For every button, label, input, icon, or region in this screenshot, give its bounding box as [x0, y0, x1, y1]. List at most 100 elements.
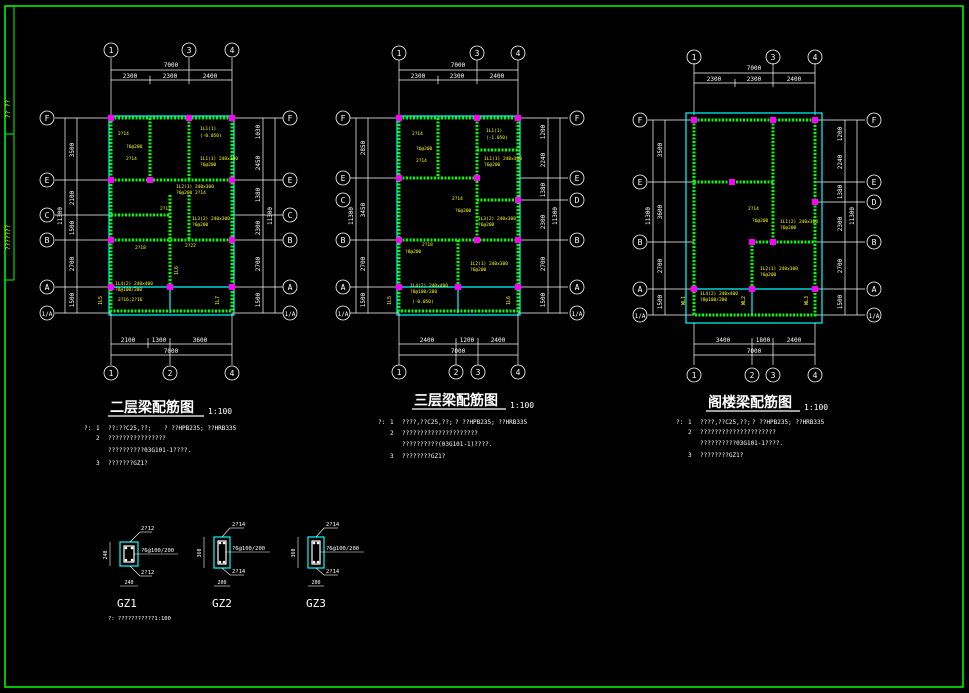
column-name: GZ1	[117, 597, 137, 610]
top-dim: 2300	[450, 73, 465, 80]
column-markers	[396, 115, 521, 290]
svg-text:1L3(2) 240x300: 1L3(2) 240x300	[192, 216, 230, 222]
top-total-dim: 7000	[747, 65, 762, 72]
axis-label: 1/A	[635, 313, 646, 320]
right-dim: 2300	[540, 214, 547, 229]
svg-text:2?14: 2?14	[452, 196, 463, 202]
svg-text:1L2(1) 240x300: 1L2(1) 240x300	[176, 184, 214, 190]
svg-text:?6@200: ?6@200	[470, 267, 487, 273]
plan-title: 三层梁配筋图	[414, 392, 498, 409]
axis-label: E	[45, 176, 50, 185]
beam-label: WL2	[741, 296, 747, 305]
left-dim: 2700	[360, 256, 367, 271]
axis-label: C	[341, 196, 346, 205]
svg-text:(-0.050): (-0.050)	[200, 133, 222, 139]
left-axis-bubbles	[632, 112, 648, 323]
left-dim: 3500	[69, 142, 76, 157]
svg-text:?6@200: ?6@200	[760, 272, 777, 278]
right-dimension-chain	[232, 117, 283, 314]
column-detail-gz3: 2?14 2?14 ?6@100/200 360 200 GZ3	[291, 522, 364, 610]
axis-label: 2	[750, 371, 755, 380]
plan-scale: 1:100	[208, 407, 232, 416]
axis-label: 4	[230, 369, 235, 378]
left-axis-bubbles	[335, 110, 351, 321]
axis-label: E	[575, 174, 580, 183]
note-number: 2	[96, 435, 100, 442]
axis-label: 3	[476, 368, 481, 377]
note-number: 1	[96, 425, 100, 432]
axis-label: B	[45, 236, 50, 245]
leader-line	[315, 527, 325, 538]
svg-text:1L1(1): 1L1(1)	[486, 128, 502, 134]
leader-line	[221, 527, 231, 538]
left-axis-bubbles	[39, 110, 55, 321]
right-dim: 1380	[540, 182, 547, 197]
beam-label: 1L5	[387, 296, 393, 305]
column-bottom-bars: 2?14	[232, 569, 246, 575]
right-dim: 2300	[255, 220, 262, 235]
svg-text:1L4(2) 240x400: 1L4(2) 240x400	[700, 291, 738, 297]
svg-text:?8@200: ?8@200	[405, 249, 422, 255]
leader-line	[315, 567, 325, 576]
svg-text:1L1(1) 240x300: 1L1(1) 240x300	[200, 156, 238, 162]
axis-label: 4	[516, 368, 521, 377]
right-dim: 2240	[837, 154, 844, 169]
svg-text:?8@100/200: ?8@100/200	[410, 289, 437, 295]
left-dim: 1500	[657, 294, 664, 309]
top-dim: 2400	[203, 73, 218, 80]
svg-text:?6@200: ?6@200	[192, 222, 209, 228]
bottom-axis-bubbles	[103, 365, 240, 381]
top-dim: 2300	[411, 73, 426, 80]
bottom-axis-bubbles	[391, 364, 526, 380]
note-extra: ? ??HPB235; ??HRB335	[455, 419, 528, 426]
column-stirrups: ?6@100/200	[232, 546, 265, 552]
side-label-bottom: ???????	[5, 224, 12, 250]
column-height: 360	[291, 548, 297, 557]
bottom-dim: 2100	[121, 337, 136, 344]
plan-scale: 1:100	[510, 401, 534, 410]
svg-text:2?16;2?16: 2?16;2?16	[118, 297, 143, 303]
svg-text:1L1(2) 240x300: 1L1(2) 240x300	[780, 219, 818, 225]
column-bottom-bars: 2?14	[326, 569, 340, 575]
beam-label: 1L5	[98, 296, 104, 305]
bottom-dim: 2400	[787, 337, 802, 344]
axis-label: E	[288, 176, 293, 185]
plan-attic: 7000 2300 2300 2400 1 3 4 11300 3500 360…	[632, 49, 882, 459]
left-dim: 1500	[360, 292, 367, 307]
bottom-dim: 1300	[152, 337, 167, 344]
column-name: GZ3	[306, 597, 326, 610]
right-axis-bubbles	[569, 110, 585, 321]
right-dim: 2700	[540, 256, 547, 271]
bottom-dimension-chain	[110, 313, 233, 365]
svg-text:1L2(1) 240x300: 1L2(1) 240x300	[470, 261, 508, 267]
left-dim: 3600	[657, 204, 664, 219]
axis-label: 3	[475, 49, 480, 58]
svg-text:?6@200: ?6@200	[455, 208, 472, 214]
left-dim: 3450	[360, 202, 367, 217]
plan-title: 二层梁配筋图	[110, 399, 194, 416]
top-dim: 2400	[490, 73, 505, 80]
plan-third-floor: 7000 2300 2300 2400 1 3 4 11300 2850 345…	[335, 45, 585, 460]
leader-line	[129, 565, 141, 577]
top-dim: 2300	[163, 73, 178, 80]
note-text: ???????GZ1?	[108, 460, 148, 467]
column-bars	[124, 546, 134, 562]
axis-label: E	[638, 178, 643, 187]
bottom-total-dim: 7000	[747, 348, 762, 355]
svg-text:?6@200: ?6@200	[780, 225, 797, 231]
svg-text:2?14: 2?14	[126, 156, 137, 162]
svg-text:2?22: 2?22	[185, 243, 196, 249]
note-text: ????????GZ1?	[402, 453, 446, 460]
right-dim: 1380	[837, 184, 844, 199]
axis-label: 4	[813, 371, 818, 380]
top-dimension-chain	[398, 60, 519, 120]
right-dim: 2700	[255, 256, 262, 271]
note-number: 2	[688, 429, 692, 436]
axis-label: 2	[168, 369, 173, 378]
axis-label: C	[288, 211, 293, 220]
side-label-top: ?? ??	[5, 100, 12, 118]
bottom-total-dim: 7000	[451, 348, 466, 355]
axis-label: F	[638, 116, 643, 125]
